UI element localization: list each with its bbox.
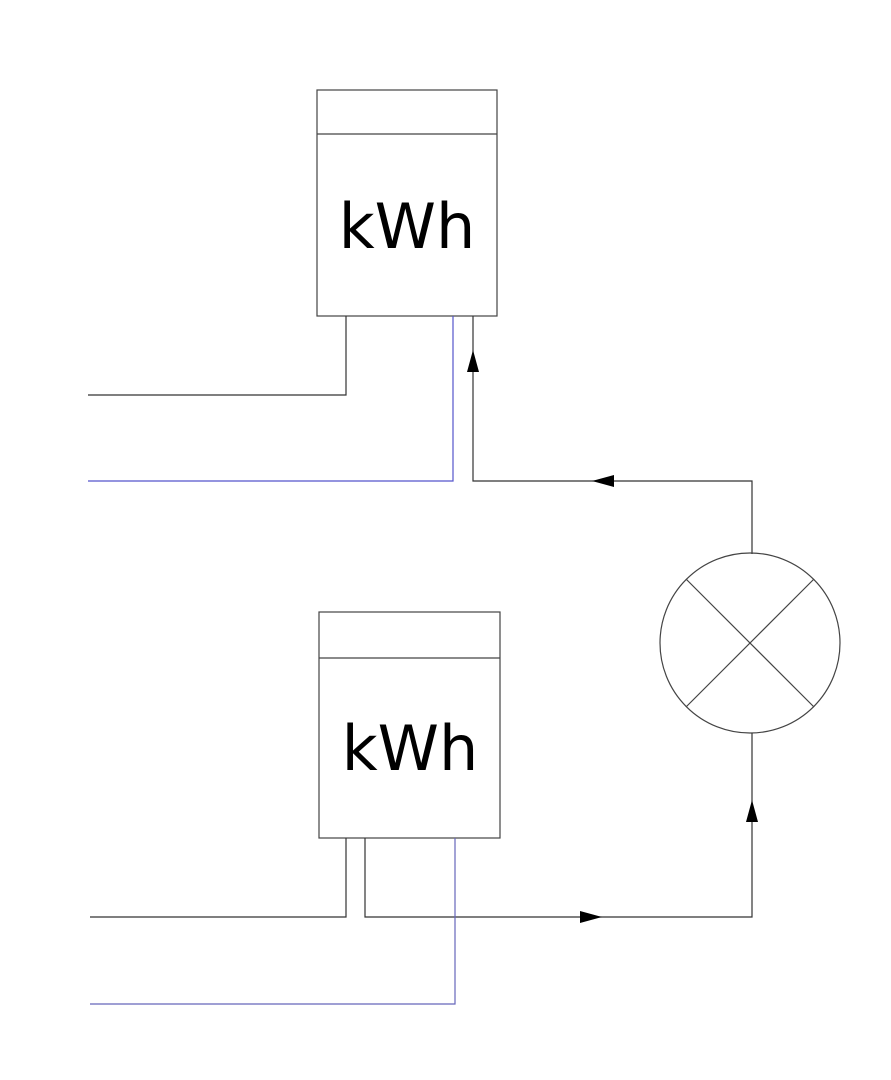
lamp — [659, 552, 841, 734]
wire-bottom-neutral — [90, 838, 456, 1005]
meter-top-body — [316, 89, 498, 317]
lamp-icon — [659, 552, 841, 734]
wire-top-neutral — [88, 316, 454, 482]
meter-bottom-label: kWh — [342, 712, 479, 785]
wire-top-phase — [88, 316, 347, 396]
lamp-cross-line — [685, 578, 815, 708]
meter-top-label: kWh — [339, 190, 476, 263]
wire-bottom-phase — [90, 838, 347, 918]
arrow-up-icon — [467, 350, 479, 372]
arrow-left-icon — [592, 475, 614, 487]
meter-bottom-body — [318, 611, 501, 839]
wire-bottom-out-to-lamp — [364, 733, 753, 918]
meter-bottom: kWh — [318, 611, 501, 839]
arrow-up-icon — [746, 800, 758, 822]
arrow-right-icon — [580, 911, 602, 923]
wire-return-to-top-meter — [472, 316, 753, 554]
meter-top: kWh — [316, 89, 498, 317]
